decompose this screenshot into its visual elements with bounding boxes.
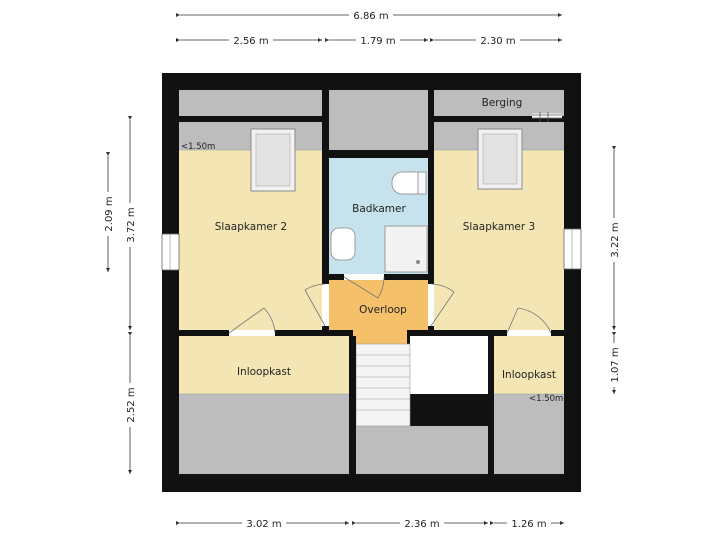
svg-text:2.56 m: 2.56 m bbox=[233, 36, 268, 47]
low-ceiling-inloopkast-left bbox=[179, 394, 349, 474]
stair-void bbox=[410, 336, 488, 394]
svg-text:3.72 m: 3.72 m bbox=[126, 207, 137, 242]
dimension-right-upper: 3.22 m bbox=[607, 146, 621, 330]
stairs-icon bbox=[355, 343, 411, 427]
low-ceiling-top-left bbox=[179, 90, 322, 116]
svg-text:1.07 m: 1.07 m bbox=[610, 347, 621, 382]
room-overloop bbox=[329, 280, 428, 344]
door-swing-icon bbox=[304, 283, 329, 327]
room-label-badkamer: Badkamer bbox=[352, 203, 406, 215]
low-ceiling-inloopkast-right bbox=[494, 394, 564, 474]
stair-bottom-zone bbox=[356, 426, 488, 474]
skylight-icon bbox=[477, 128, 523, 190]
svg-text:1.26 m: 1.26 m bbox=[511, 519, 546, 530]
dimension-bottom-c: 1.26 m bbox=[490, 516, 564, 530]
dimension-top-c: 2.30 m bbox=[430, 33, 562, 47]
door-swing-icon bbox=[343, 274, 385, 299]
room-inloopkast-right bbox=[494, 336, 564, 394]
window-icon bbox=[563, 228, 582, 270]
svg-text:3.02 m: 3.02 m bbox=[246, 519, 281, 530]
dimension-left-lower: 2.52 m bbox=[123, 332, 137, 474]
room-label-slaapkamer-2: Slaapkamer 2 bbox=[215, 221, 287, 233]
room-label-berging: Berging bbox=[482, 97, 523, 109]
dimension-top-b: 1.79 m bbox=[325, 33, 428, 47]
svg-text:1.79 m: 1.79 m bbox=[360, 36, 395, 47]
dimension-bottom-b: 2.36 m bbox=[352, 516, 488, 530]
window-icon bbox=[161, 233, 180, 271]
ceiling-height-note: <1.50m bbox=[181, 142, 215, 152]
dimension-top-a: 2.56 m bbox=[176, 33, 322, 47]
door-swing-icon bbox=[228, 307, 276, 336]
svg-text:3.22 m: 3.22 m bbox=[610, 222, 621, 257]
room-inloopkast-left bbox=[179, 336, 349, 394]
room-label-inloopkast-right: Inloopkast bbox=[502, 369, 556, 381]
svg-text:2.09 m: 2.09 m bbox=[104, 196, 115, 231]
storage-room bbox=[434, 90, 564, 116]
room-label-overloop: Overloop bbox=[359, 304, 407, 316]
room-label-slaapkamer-3: Slaapkamer 3 bbox=[463, 221, 535, 233]
radiator-icon bbox=[532, 112, 562, 122]
dimension-left-inner: 2.09 m bbox=[101, 152, 115, 272]
stair-treads bbox=[356, 354, 410, 411]
toilet-icon bbox=[391, 171, 427, 195]
dimension-bottom-a: 3.02 m bbox=[176, 516, 349, 530]
room-label-inloopkast-left: Inloopkast bbox=[237, 366, 291, 378]
ceiling-height-note: <1.50m bbox=[529, 394, 563, 404]
sink-icon bbox=[330, 227, 356, 261]
dimension-left-outer: 3.72 m bbox=[123, 116, 137, 330]
svg-text:6.86 m: 6.86 m bbox=[353, 11, 388, 22]
svg-text:2.36 m: 2.36 m bbox=[404, 519, 439, 530]
low-ceiling-top-middle bbox=[329, 90, 428, 150]
dimension-top-total: 6.86 m bbox=[176, 8, 562, 22]
svg-text:2.30 m: 2.30 m bbox=[480, 36, 515, 47]
door-swing-icon bbox=[428, 283, 455, 327]
shower-icon bbox=[384, 225, 428, 273]
dimension-right-lower: 1.07 m bbox=[607, 332, 621, 394]
door-swing-icon bbox=[506, 307, 552, 336]
skylight-icon bbox=[250, 128, 296, 192]
svg-text:2.52 m: 2.52 m bbox=[126, 387, 137, 422]
